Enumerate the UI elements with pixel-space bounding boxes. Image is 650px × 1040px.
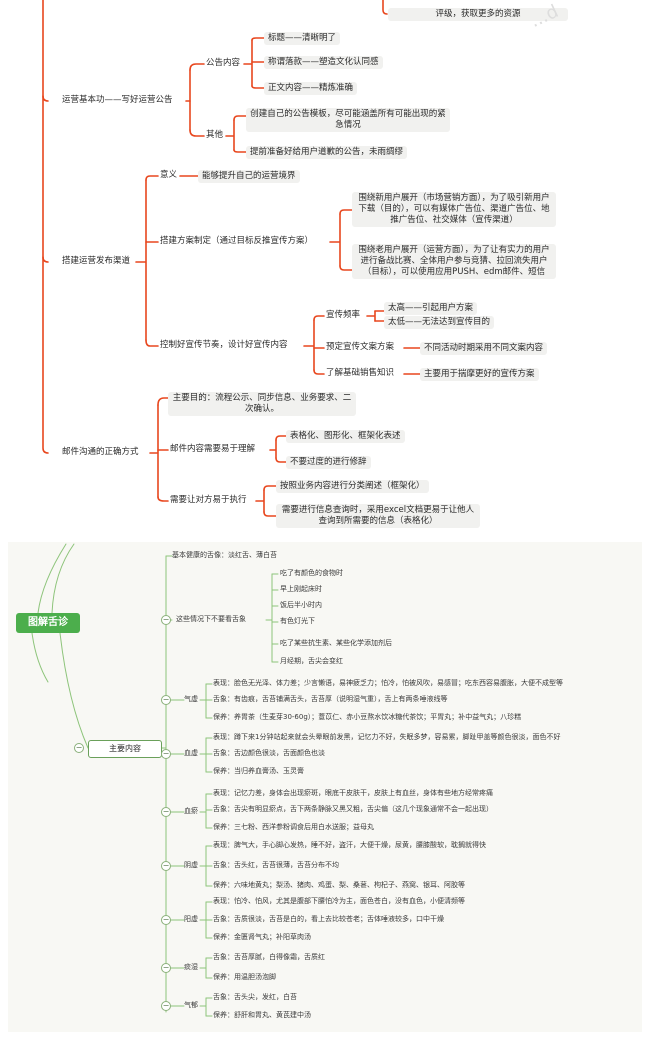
b1-body-item: 正文内容——精炼准确 xyxy=(264,82,358,95)
collapse-icon[interactable]: − xyxy=(161,1001,171,1011)
xueyu-s1: 表现：记忆力差，身体会出现瘀斑，眼底干皮肤干，皮肤上有血丝，身体有些地方经常疼痛 xyxy=(213,789,493,797)
b1-title-item: 标题——清晰明了 xyxy=(264,32,341,45)
yangxu-s2: 舌象：舌质很淡，舌苔是白的，看上去比较苍老；舌体唾液较多，口中干燥 xyxy=(213,915,444,923)
accuracy-label: 这些情况下不要看舌象 xyxy=(176,615,246,623)
accuracy-item: 有色灯光下 xyxy=(280,617,315,625)
b2-sales-item: 主要用于揣摩更好的宣传方案 xyxy=(420,368,539,381)
b2-freq-low: 太低——无法达到宣传目的 xyxy=(384,316,495,329)
qiyu-s1: 舌象：舌头尖，发红，白苔 xyxy=(213,993,297,1001)
tanshi-s2: 保养：用温胆汤泡脚 xyxy=(213,973,276,981)
qiyu-label: 气郁 xyxy=(184,1001,198,1009)
b3-label: 邮件沟通的正确方式 xyxy=(62,447,139,457)
collapse-icon[interactable]: − xyxy=(161,749,171,759)
b2-freq: 宣传频率 xyxy=(326,310,361,320)
b2-plan-old: 围绕老用户展开（运营方面），为了让有实力的用户进行备战比赛、全体用户参与竞猜、拉… xyxy=(352,244,556,279)
b1-apology-item: 提前准备好给用户道歉的公告，未雨绸缪 xyxy=(246,146,408,159)
b2-copy-item: 不同活动时期采用不同文案内容 xyxy=(420,342,548,355)
collapse-icon[interactable]: − xyxy=(74,743,84,753)
b2-sales: 了解基础销售知识 xyxy=(326,368,395,378)
xuexu-s2: 舌象：舌边颜色很淡，舌面颜色也淡 xyxy=(213,749,325,757)
b1-label: 运营基本功——写好运营公告 xyxy=(62,95,173,105)
xuexu-s1: 表现：蹲下来1分钟站起来就会头晕眼前发黑，记忆力不好，失眠多梦，容易累，脚趾甲盖… xyxy=(213,733,561,741)
bottom-connectors xyxy=(31,543,279,1017)
yangxu-s3: 保养：金匮肾气丸；补阳草肉汤 xyxy=(213,933,311,941)
b2-meaning-item: 能够提升自己的运营境界 xyxy=(198,170,300,183)
b3-u1: 表格化、图形化、框架化表述 xyxy=(286,430,405,443)
b2-plan-new: 围绕新用户展开（市场营销方面），为了吸引新用户下载（目的），可以有媒体广告位、渠… xyxy=(352,192,556,227)
collapse-icon[interactable]: − xyxy=(161,963,171,973)
partial-top-node: 评级，获取更多的资源 xyxy=(388,8,568,21)
accuracy-item: 月经期，舌尖会变红 xyxy=(280,657,343,665)
qixu-s2: 舌象：有齿痕，舌苔铺满舌头，舌苔厚（说明湿气重），舌上有两条唾液线等 xyxy=(213,695,448,703)
tanshi-label: 痰湿 xyxy=(184,963,198,971)
qixu-s3: 保养：养胃茶（生麦芽30-60g）；薏苡仁、赤小豆熬水饮冰糖代茶饮；平胃丸；补中… xyxy=(213,713,522,721)
b3-execute: 需要让对方易于执行 xyxy=(170,495,247,505)
qiyu-s2: 保养：舒肝和胃丸、黄芪建中汤 xyxy=(213,1011,311,1019)
collapse-icon[interactable]: − xyxy=(161,615,171,625)
yangxu-label: 阳虚 xyxy=(184,915,198,923)
b2-copy: 预定宣传文案方案 xyxy=(326,342,395,352)
top-connectors xyxy=(42,0,421,517)
b3-e1: 按照业务内容进行分类阐述（框架化） xyxy=(276,480,429,493)
b2-plan: 搭建方案制定（通过目标反推宣传方案） xyxy=(160,236,314,246)
qixu-label: 气虚 xyxy=(184,695,198,703)
xuexu-label: 血虚 xyxy=(184,749,198,757)
b3-purpose: 主要目的：流程公示、同步信息、业务要求、二次确认。 xyxy=(168,392,356,416)
accuracy-item: 吃了有颜色的食物时 xyxy=(280,569,343,577)
xueyu-label: 血瘀 xyxy=(184,807,198,815)
b1-other: 其他 xyxy=(206,130,224,140)
work-mindmap: 评级，获取更多的资源 ...d 运营基本功——写好运营公告 公告内容 标题——清… xyxy=(42,0,568,528)
accuracy-item: 饭后半小时内 xyxy=(280,601,322,609)
b1-notice-content: 公告内容 xyxy=(206,58,241,68)
b2-meaning: 意义 xyxy=(160,170,178,180)
xueyu-s2: 舌象：舌尖有明显瘀点，舌下两条静脉又黑又粗，舌尖偏（这几个现象通常不会一起出现） xyxy=(213,805,493,813)
tongue-mindmap: 图解舌诊 主要内容 − 基本健康的舌像：淡红舌、薄白苔 − 这些情况下不要看舌象… xyxy=(8,542,642,1032)
collapse-icon[interactable]: − xyxy=(161,695,171,705)
yangxu-s1: 表现：怕冷、怕风，尤其是腹部下腰怕冷为主，面色苍白，没有血色，小便清频等 xyxy=(213,897,465,905)
b2-rhythm: 控制好宣传节奏，设计好宣传内容 xyxy=(160,340,288,350)
yinxu-s2: 舌象：舌头红，舌苔很薄，舌苔分布不均 xyxy=(213,861,339,869)
tanshi-s1: 舌象：舌苔厚腻，白得像霜，舌质红 xyxy=(213,953,325,961)
b3-u2: 不要过度的进行修辞 xyxy=(286,456,371,469)
b2-freq-high: 太高——引起用户方案 xyxy=(384,302,478,315)
b3-e2: 需要进行信息查询时，采用excel文档更易于让他人查询到所需要的信息（表格化） xyxy=(276,504,480,528)
b1-template-item: 创建自己的公告模板，尽可能涵盖所有可能出现的紧急情况 xyxy=(246,108,450,132)
b1-salutation-item: 称谓落款——塑造文化认同感 xyxy=(264,56,383,69)
accuracy-item: 吃了某些抗生素、某些化学添加剂后 xyxy=(280,639,392,647)
yinxu-label: 阴虚 xyxy=(184,861,198,869)
basic-node: 基本健康的舌像：淡红舌、薄白苔 xyxy=(172,551,277,559)
yinxu-s3: 保养：六味地黄丸；梨汤、猪肉、鸡蛋、梨、桑葚、枸杞子、燕窝、银耳、阿胶等 xyxy=(213,881,465,889)
xueyu-s3: 保养：三七粉、西洋参粉调食后用白水送服；益母丸 xyxy=(213,823,374,831)
collapse-icon[interactable]: − xyxy=(161,915,171,925)
collapse-icon[interactable]: − xyxy=(161,861,171,871)
qixu-s1: 表现：脸色无光泽、体力差；少言懒语，易神疲乏力；怕冷，怕被风吹，易感冒；吃东西容… xyxy=(213,679,563,687)
b2-label: 搭建运营发布渠道 xyxy=(62,256,131,266)
root-node: 图解舌诊 xyxy=(16,613,80,633)
xuexu-s3: 保养：当归养血膏汤、玉灵膏 xyxy=(213,767,304,775)
main-node: 主要内容 xyxy=(88,740,162,758)
accuracy-item: 早上刚起床时 xyxy=(280,585,322,593)
b3-understand: 邮件内容需要易于理解 xyxy=(170,444,256,454)
collapse-icon[interactable]: − xyxy=(161,807,171,817)
yinxu-s1: 表现：脾气大，手心脚心发热，睡不好，盗汗，大便干燥，尿黄，腰膝酸软，耽搁就得快 xyxy=(213,841,486,849)
